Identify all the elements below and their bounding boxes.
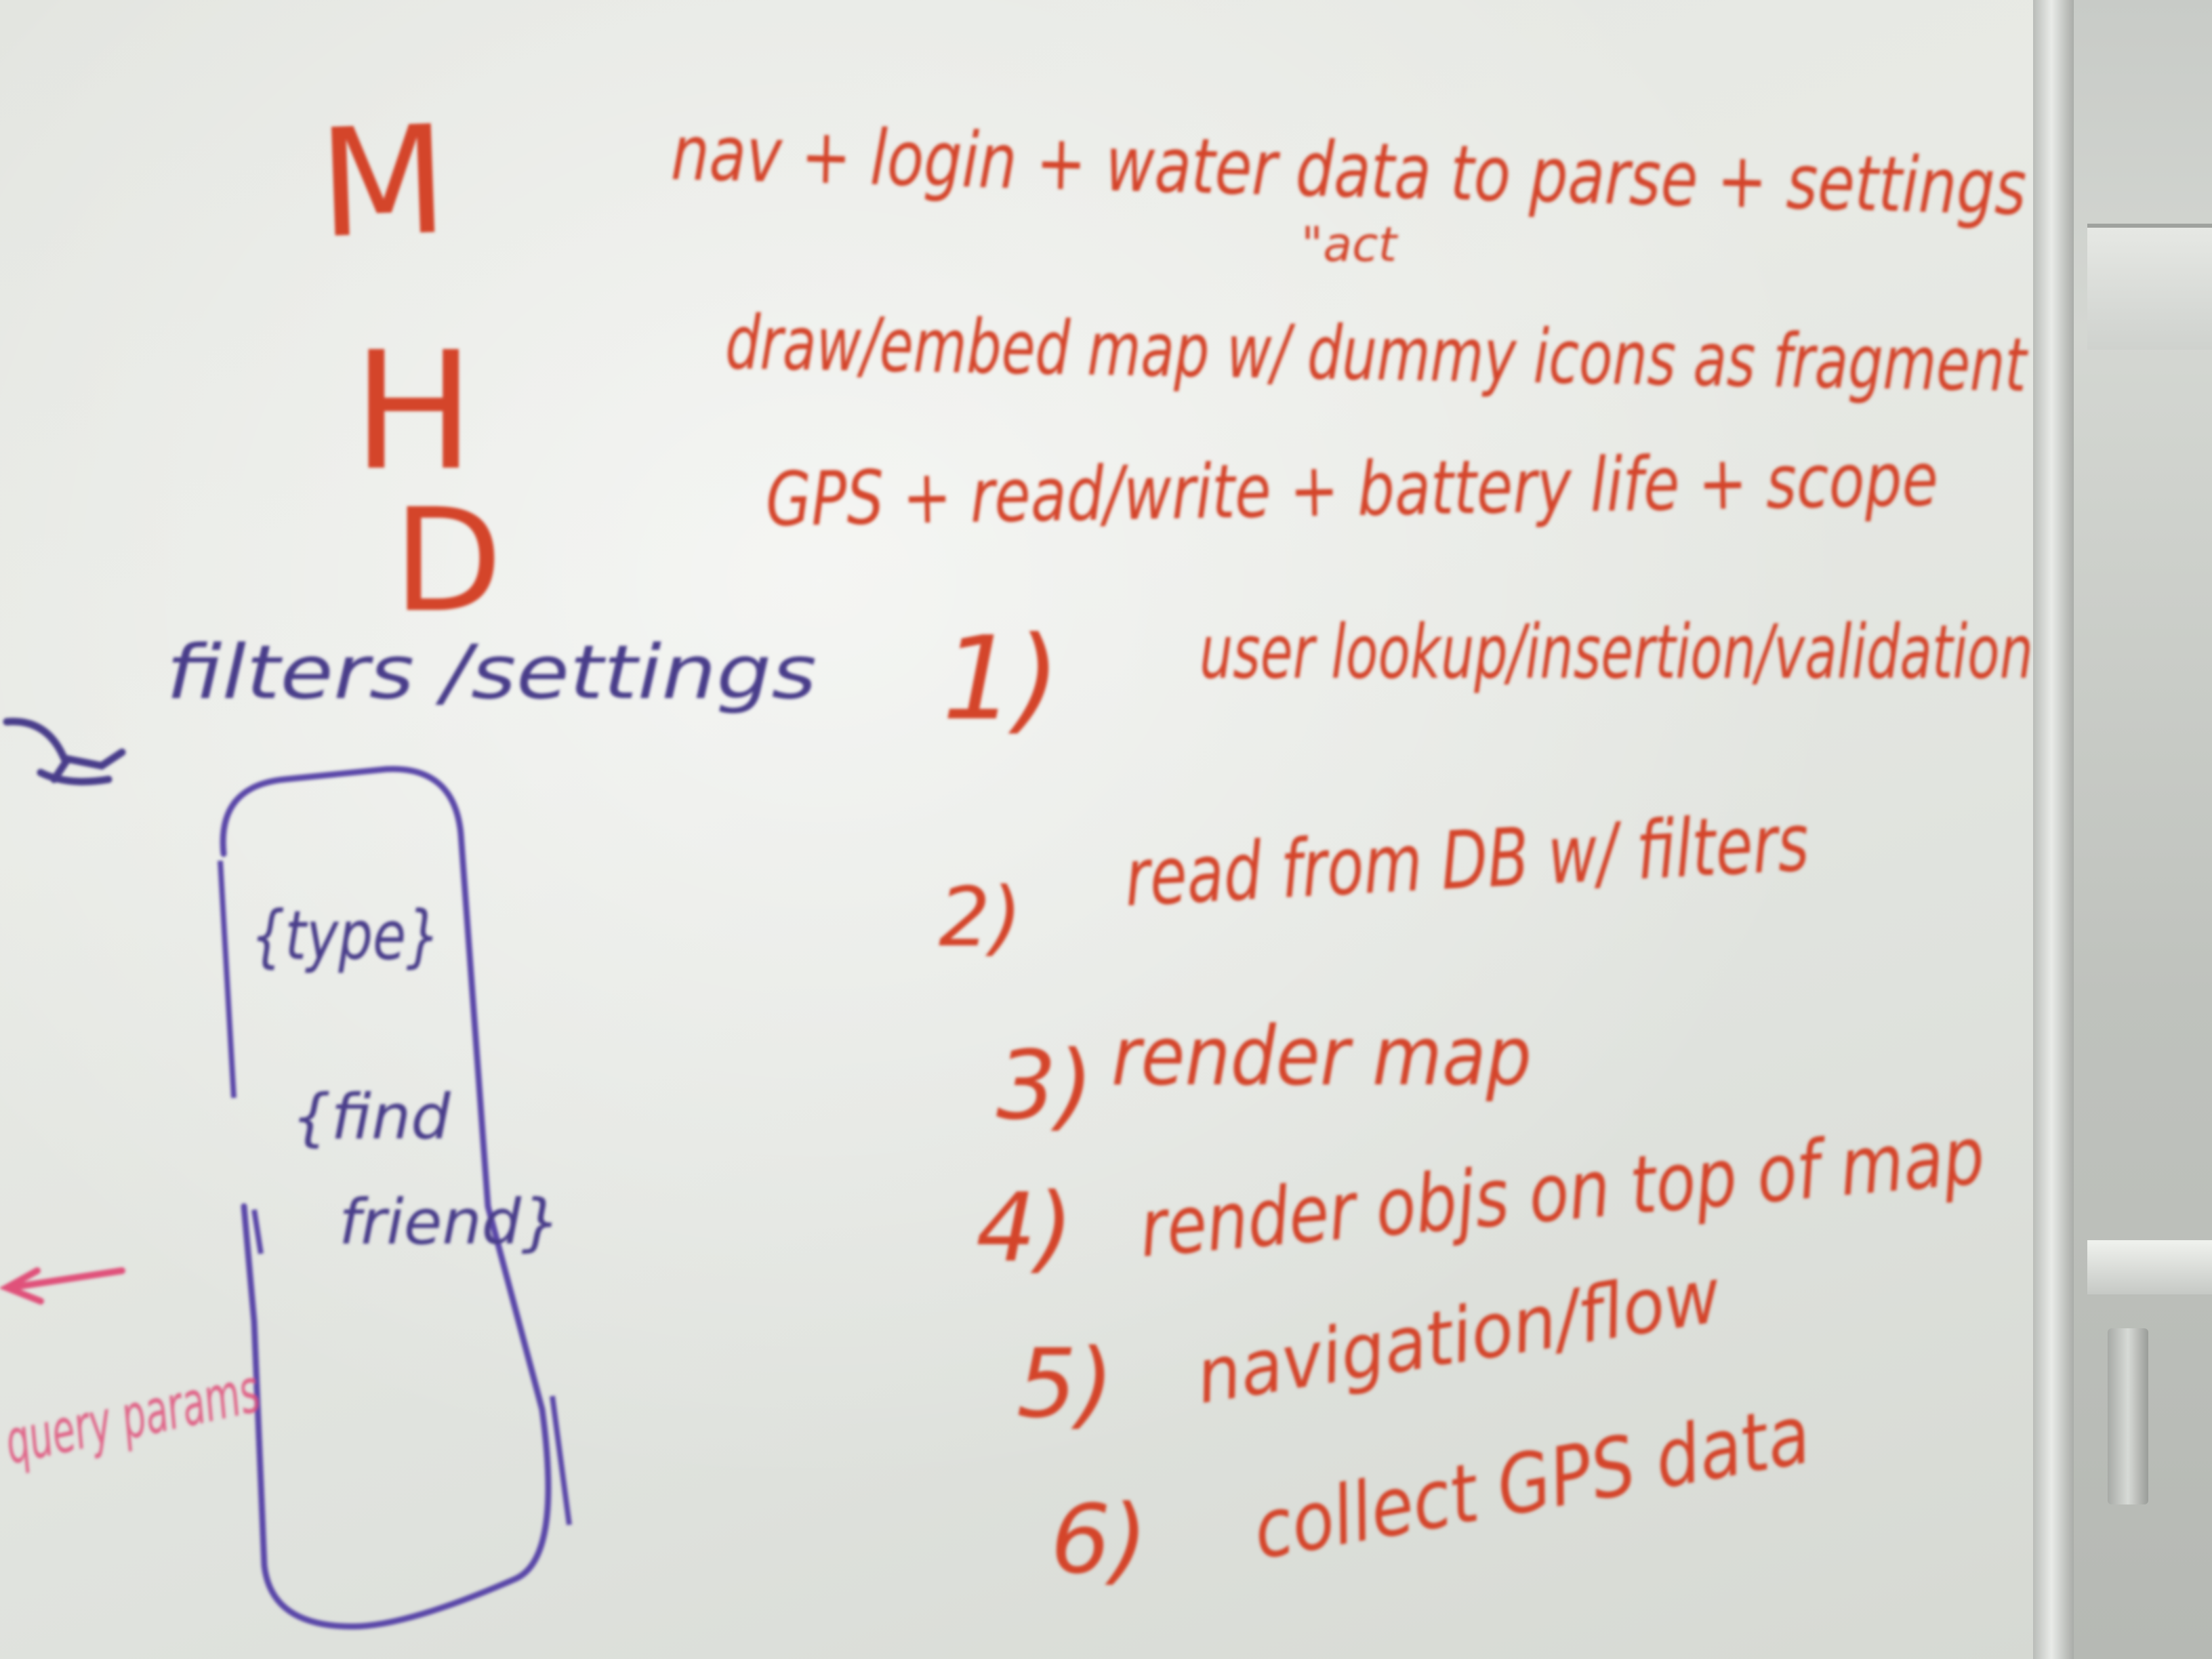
list-item-6-text: collect GPS data	[1246, 1388, 1817, 1578]
numbered-list: 1) user lookup/insertion/validation 2) r…	[939, 609, 2033, 1595]
list-item-1-number: 1)	[942, 612, 1060, 746]
priority-line-h: draw/embed map w/ dummy icons as fragmen…	[724, 299, 2029, 409]
door-handle-bracket	[2087, 1240, 2212, 1294]
phone-sketch-edge	[218, 860, 237, 1099]
phone-sketch-edge-2	[251, 1209, 264, 1254]
whiteboard-frame	[2033, 0, 2074, 1659]
pink-arrow-icon	[0, 1267, 125, 1305]
priority-line-d: GPS + read/write + battery life + scope	[765, 436, 1939, 543]
list-item-2-text: read from DB w/ filters	[1122, 795, 1811, 924]
list-item-3-number: 3)	[996, 1031, 1094, 1141]
phone-sketch-edge-3	[550, 1395, 572, 1525]
box-item-friend: friend}	[339, 1186, 561, 1258]
phone-sketch-outline	[220, 766, 552, 1630]
list-item-4-number: 4)	[976, 1173, 1073, 1284]
box-item-type: {type}	[251, 896, 441, 975]
pink-query-params: query params	[0, 1355, 266, 1479]
wall-panel	[2087, 224, 2212, 350]
priority-line-m-sub: "act	[1301, 217, 1399, 272]
filters-settings-label: filters /settings	[166, 629, 817, 716]
list-item-5-number: 5)	[1017, 1329, 1114, 1439]
priority-line-m: nav + login + water data to parse + sett…	[670, 109, 2028, 232]
priority-letter-m: M	[316, 94, 451, 271]
door-hinge	[2108, 1328, 2148, 1504]
priority-letter-d: D	[393, 478, 503, 644]
list-item-5-text: navigation/flow	[1191, 1252, 1727, 1421]
list-item-1-text: user lookup/insertion/validation	[1200, 609, 2033, 695]
priority-letter-h: H	[352, 316, 474, 506]
list-item-3-text: render map	[1111, 1010, 1532, 1104]
box-item-find: {find	[291, 1081, 451, 1153]
list-item-2-number: 2)	[939, 871, 1022, 965]
list-item-4-text: render objs on top of map	[1136, 1108, 1988, 1275]
list-item-6-number: 6)	[1050, 1485, 1148, 1595]
purple-arrow-icon	[3, 718, 126, 785]
